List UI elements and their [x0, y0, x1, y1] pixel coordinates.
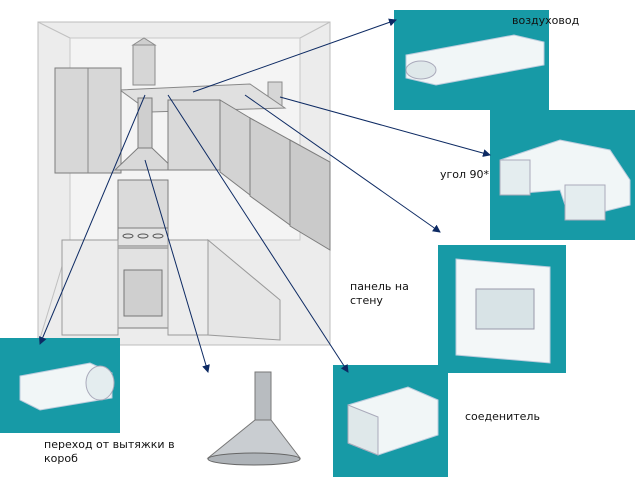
label-duct: воздуховод [512, 14, 580, 27]
wall-plate-icon [455, 258, 551, 364]
connector-icon [347, 386, 439, 456]
panel-elbow [490, 110, 635, 240]
panel-duct [394, 10, 549, 110]
panel-transition [0, 338, 120, 433]
panel-wall-plate [438, 245, 566, 373]
label-transition: переход от вытяжки в короб [44, 438, 175, 465]
rect-duct-icon [405, 34, 545, 86]
label-wall-panel: панель на стену [350, 280, 409, 307]
panel-connector [333, 365, 448, 477]
label-connector: соеденитель [465, 410, 540, 423]
elbow-90-icon [499, 139, 631, 221]
hood-adapter-icon [19, 362, 115, 411]
label-elbow: угол 90* [440, 168, 490, 181]
